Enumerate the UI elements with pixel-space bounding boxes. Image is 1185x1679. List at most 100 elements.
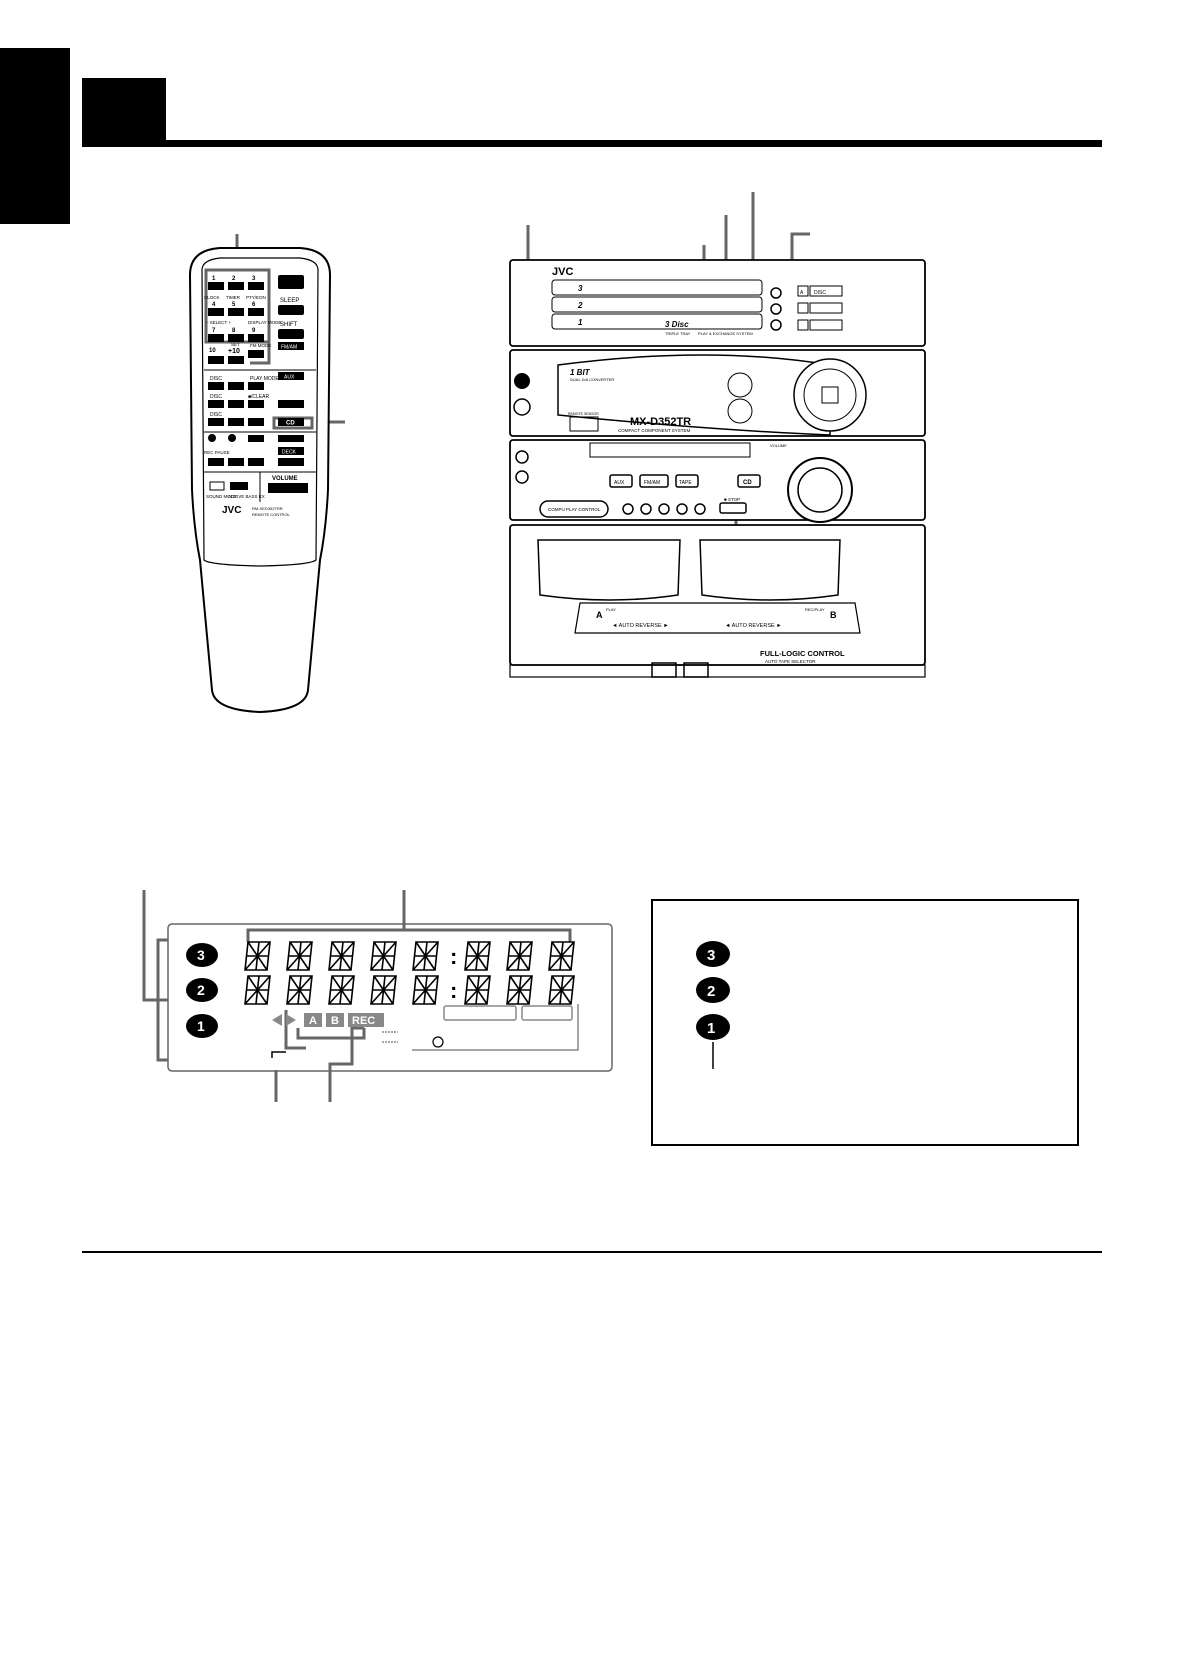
disc3-play-key[interactable] — [228, 418, 244, 426]
tape-button[interactable] — [675, 474, 699, 488]
active-bass-key[interactable] — [230, 482, 248, 490]
deck-a-key[interactable] — [208, 434, 216, 442]
lcd-segment-char — [506, 975, 533, 1005]
cd-button[interactable] — [737, 474, 761, 488]
display-button[interactable] — [676, 503, 688, 515]
key-label: +10 — [228, 348, 240, 355]
play-pause-key[interactable] — [278, 400, 304, 408]
disc-3-icon — [186, 943, 218, 967]
deck-b-key[interactable] — [228, 434, 236, 442]
disc2-button[interactable] — [809, 302, 843, 314]
power-key[interactable] — [278, 275, 304, 289]
clock-button[interactable] — [694, 503, 706, 515]
svg-text:CD: CD — [743, 480, 752, 486]
stop-key[interactable] — [228, 458, 244, 466]
svg-text:VOLUME: VOLUME — [770, 443, 787, 448]
tray1-button[interactable] — [770, 319, 782, 331]
key-label: VOLUME — [272, 476, 298, 482]
key-label: SHIFT — [280, 322, 298, 328]
disc3-button[interactable] — [809, 285, 843, 297]
lcd-disc-icons: 3 2 1 — [186, 943, 218, 1038]
deck-key[interactable] — [278, 447, 304, 455]
disc1-eject-key[interactable] — [208, 382, 224, 390]
disc-2-icon — [186, 978, 218, 1002]
key-1[interactable] — [208, 282, 224, 290]
aux-key[interactable] — [278, 372, 304, 380]
fm-am-key[interactable] — [278, 342, 304, 350]
set-button[interactable] — [658, 503, 670, 515]
sleep-key[interactable] — [278, 305, 304, 315]
multi-control-knob[interactable] — [793, 358, 867, 432]
tuning-dial[interactable] — [727, 372, 753, 398]
volume-key[interactable] — [268, 483, 308, 493]
key-label: AUX — [284, 375, 295, 381]
power-button[interactable] — [514, 373, 530, 389]
deck-rew-key[interactable] — [248, 458, 264, 466]
skip-back-key[interactable] — [248, 418, 264, 426]
key-5[interactable] — [228, 308, 244, 316]
key-6[interactable] — [248, 308, 264, 316]
tray2-button[interactable] — [770, 303, 782, 315]
legend-disc-2-icon — [696, 977, 730, 1003]
aux-button[interactable] — [609, 474, 633, 488]
disc-tray-2[interactable] — [551, 296, 763, 313]
disc-select-buttons: A DISC — [797, 285, 843, 331]
rewind-key[interactable] — [248, 435, 264, 442]
key-8[interactable] — [228, 334, 244, 342]
key-10[interactable] — [208, 356, 224, 364]
key-3[interactable] — [248, 282, 264, 290]
svg-text:3: 3 — [197, 947, 205, 963]
key-4[interactable] — [208, 308, 224, 316]
rec-pause-key[interactable] — [208, 458, 224, 466]
key-label: CD — [286, 421, 295, 427]
disc2-eject-key[interactable] — [208, 400, 224, 408]
key-label: 2 — [232, 276, 236, 282]
ffwd-key[interactable] — [278, 435, 304, 442]
disc1-play-key[interactable] — [228, 382, 244, 390]
key-label: CLOCK — [204, 295, 220, 300]
tray3-button[interactable] — [770, 287, 782, 299]
key-2[interactable] — [228, 282, 244, 290]
svg-text:REC: REC — [352, 1015, 375, 1027]
play-mode-key[interactable] — [248, 382, 264, 390]
key-label: – SELECT + — [206, 320, 231, 325]
fm-am-button[interactable] — [639, 474, 669, 488]
lcd-colon: : — [450, 978, 457, 1003]
clear-key[interactable] — [248, 400, 264, 408]
rec-button[interactable] — [622, 503, 634, 515]
svg-text:3: 3 — [578, 284, 583, 293]
svg-text:PLAY: PLAY — [606, 607, 616, 612]
mic-jack[interactable] — [515, 450, 529, 464]
disc1-button[interactable] — [809, 319, 843, 331]
chapter-tab — [0, 48, 70, 224]
fm-mode-key[interactable] — [248, 350, 264, 358]
cd-key[interactable] — [278, 418, 304, 426]
disc-tray-3[interactable] — [551, 279, 763, 296]
disc-1-icon — [186, 1014, 218, 1038]
deck-b-door[interactable] — [699, 539, 841, 601]
main-unit: JVC 3 2 1 3 Disc TRIPLE TRAY PLAY & EXCH… — [509, 192, 926, 678]
aux-play-button[interactable] — [640, 503, 652, 515]
svg-text:FM/AM: FM/AM — [644, 480, 660, 486]
legend-disc-1-icon — [696, 1014, 730, 1040]
preset-dial[interactable] — [727, 398, 753, 424]
shift-key[interactable] — [278, 329, 304, 339]
key-7[interactable] — [208, 334, 224, 342]
deck-a-door[interactable] — [537, 539, 681, 601]
key-label: SOUND MODE — [206, 494, 237, 499]
remote-key-panel — [201, 257, 319, 567]
stop-button[interactable] — [719, 502, 747, 514]
disc3-eject-key[interactable] — [208, 418, 224, 426]
display-window — [557, 354, 831, 436]
key-9[interactable] — [248, 334, 264, 342]
deck-ff-key[interactable] — [278, 458, 304, 466]
sound-button[interactable] — [515, 470, 529, 484]
disc-tray-1[interactable] — [551, 313, 763, 330]
key-plus10[interactable] — [228, 356, 244, 364]
key-label: DECK — [282, 450, 297, 456]
key-label: 9 — [252, 328, 256, 334]
sound-mode-key[interactable] — [209, 481, 225, 491]
disc2-play-key[interactable] — [228, 400, 244, 408]
phones-jack[interactable] — [513, 398, 531, 416]
disc-count-label: 3 Disc — [665, 320, 689, 329]
